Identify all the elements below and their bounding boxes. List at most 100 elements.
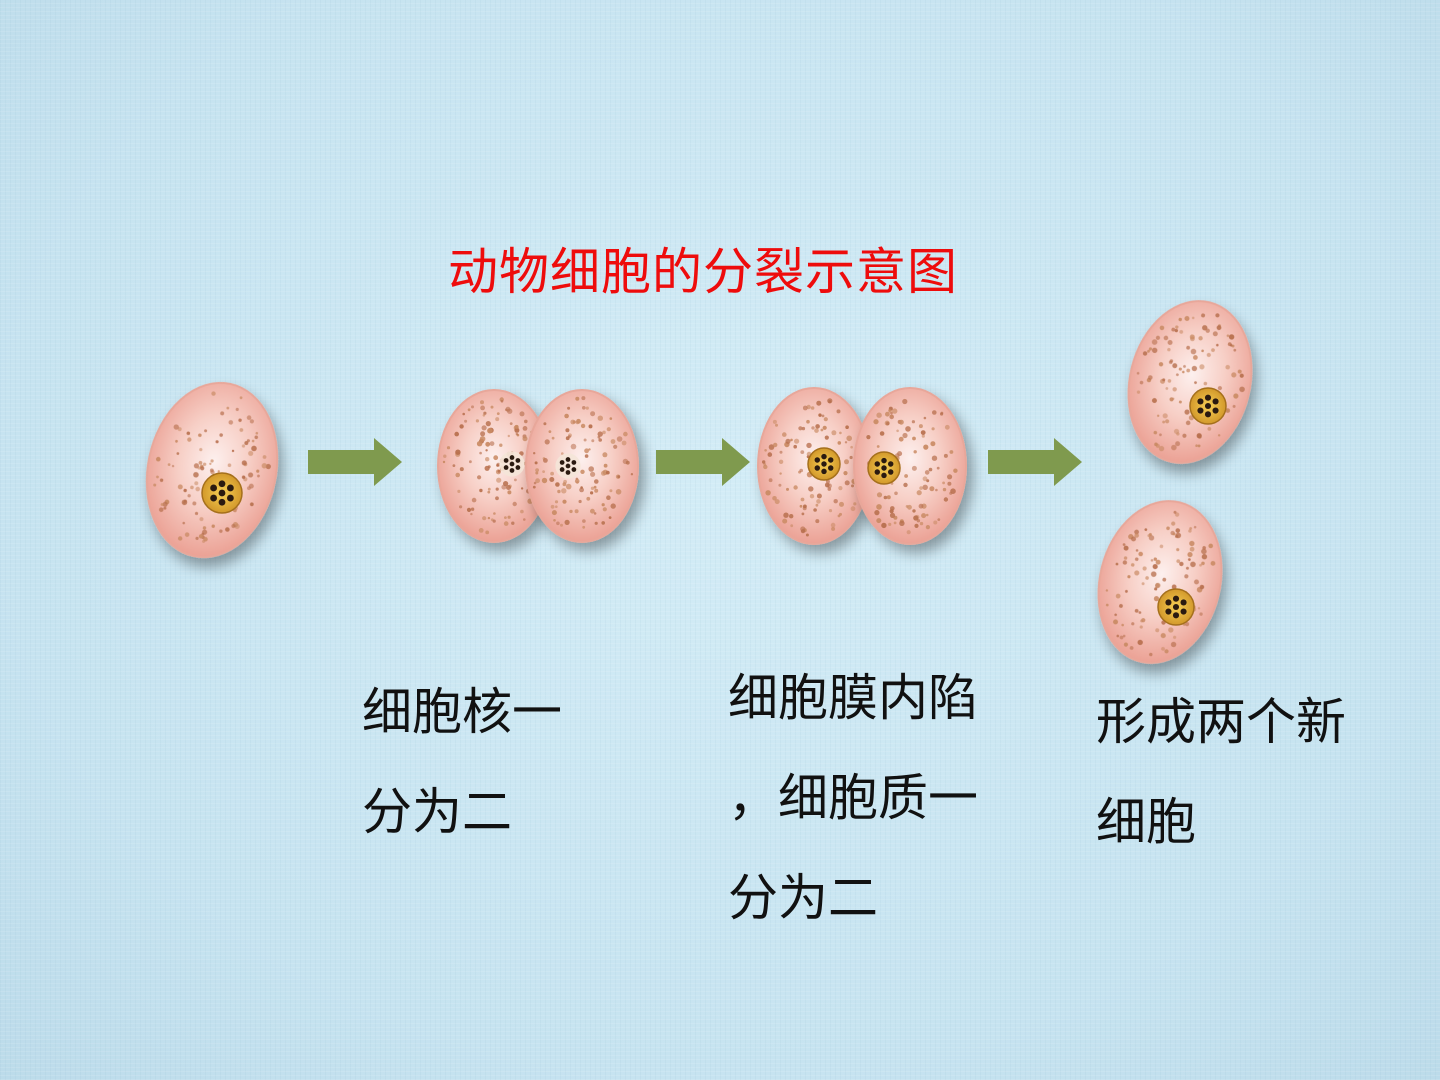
granule: [194, 511, 199, 516]
granule: [767, 452, 773, 457]
granule: [850, 506, 856, 512]
granule: [1160, 632, 1166, 639]
granule: [1136, 371, 1140, 375]
granule: [1134, 557, 1139, 561]
granule: [455, 449, 461, 455]
granule: [244, 441, 249, 446]
granule: [845, 425, 849, 430]
granule: [1217, 386, 1223, 391]
granule: [1184, 621, 1190, 627]
nucleus: [1189, 387, 1227, 425]
granule: [811, 426, 815, 430]
granule: [763, 464, 768, 470]
granule: [210, 459, 214, 463]
granule: [1239, 373, 1244, 378]
granule: [1225, 408, 1231, 413]
granule: [800, 497, 805, 502]
granule: [158, 507, 164, 513]
granule: [601, 503, 605, 507]
granule: [519, 411, 525, 417]
granule: [235, 407, 239, 412]
granule: [184, 532, 190, 537]
arrow-3-icon: [988, 438, 1082, 486]
granule: [926, 479, 930, 483]
granule: [1202, 546, 1206, 550]
granule: [1165, 387, 1169, 390]
granule: [883, 495, 888, 500]
granule: [489, 441, 495, 446]
granule: [1203, 381, 1208, 386]
granule: [1184, 315, 1190, 321]
granule: [772, 496, 777, 501]
granule: [532, 485, 536, 489]
chromatin: [1172, 595, 1180, 602]
granule: [1184, 574, 1189, 579]
granule: [905, 426, 911, 432]
granule: [163, 506, 167, 510]
granule: [943, 453, 948, 458]
granule: [1183, 365, 1186, 368]
granule: [1139, 625, 1143, 629]
granule: [1173, 428, 1180, 435]
granule: [565, 483, 572, 490]
granule: [799, 504, 803, 508]
granule: [1233, 393, 1239, 399]
granule: [1148, 535, 1155, 541]
granule: [925, 513, 929, 517]
granule: [239, 428, 244, 432]
granule: [485, 449, 488, 452]
granule: [888, 522, 892, 527]
granule: [495, 496, 499, 501]
granule: [1164, 649, 1169, 654]
granule: [227, 463, 232, 468]
granule: [522, 436, 528, 442]
granule: [582, 525, 586, 529]
granule: [1134, 608, 1139, 613]
granule: [1137, 639, 1143, 646]
arrow-2-icon: [656, 438, 750, 486]
chromatin: [565, 457, 571, 462]
granule: [183, 488, 187, 493]
granule: [1186, 345, 1191, 350]
granule: [1193, 525, 1197, 529]
granule: [616, 436, 623, 442]
chromatin: [1197, 407, 1204, 414]
granule: [844, 441, 848, 444]
stage-1-cell: [145, 381, 279, 559]
granule: [497, 469, 501, 473]
granule: [1216, 343, 1219, 347]
granule: [1116, 634, 1120, 638]
granule: [625, 460, 630, 465]
granule: [487, 487, 491, 491]
granule: [928, 467, 933, 472]
granule: [514, 424, 519, 429]
granule: [920, 430, 926, 435]
chromatin: [874, 469, 881, 475]
granule: [937, 518, 941, 521]
granule: [929, 486, 935, 492]
granule: [921, 434, 925, 438]
granule: [837, 441, 842, 445]
granule: [1189, 527, 1193, 530]
chromatin: [1172, 603, 1180, 611]
granule: [455, 472, 461, 478]
granule: [499, 443, 503, 447]
granule: [947, 481, 952, 486]
granule: [1201, 548, 1207, 555]
granule: [1139, 380, 1144, 385]
granule: [1191, 365, 1198, 372]
granule: [249, 419, 254, 424]
granule: [1156, 414, 1160, 418]
granule: [459, 505, 463, 509]
granule: [916, 519, 921, 523]
granule: [187, 494, 191, 498]
granule: [192, 501, 197, 506]
granule: [630, 473, 634, 476]
granule: [1194, 381, 1197, 385]
granule: [1152, 563, 1158, 570]
granule: [211, 524, 215, 528]
granule: [606, 427, 611, 432]
granule: [203, 536, 208, 542]
granule: [1169, 397, 1174, 402]
caption-line: 细胞膜内陷: [728, 669, 978, 727]
